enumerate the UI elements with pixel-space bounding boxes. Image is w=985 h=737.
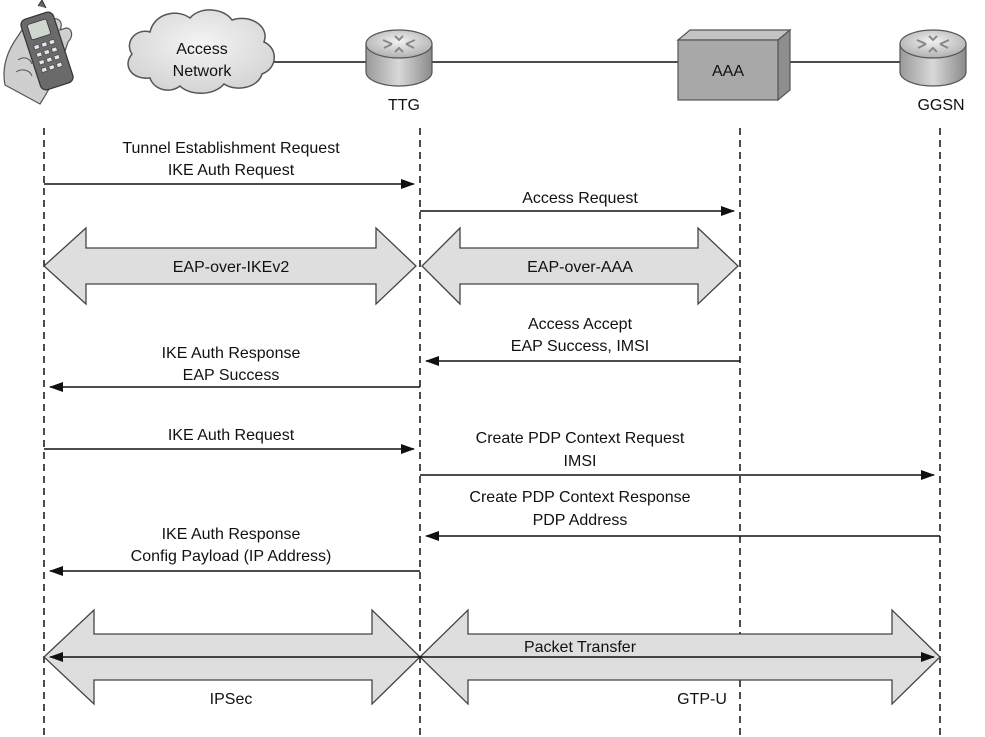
router-icon xyxy=(899,29,967,87)
msg-ike-request2: IKE Auth Request xyxy=(168,427,295,444)
msg-access-accept-line1: Access Accept xyxy=(528,316,633,333)
aaa-label: AAA xyxy=(712,63,744,80)
access-network-label-2: Network xyxy=(173,63,233,80)
msg-ike-response1-line2: EAP Success xyxy=(183,367,280,384)
msg-ike-response2-line2: Config Payload (IP Address) xyxy=(131,548,332,565)
msg-ike-response2-line1: IKE Auth Response xyxy=(162,526,301,543)
msg-create-pdp-request-line2: IMSI xyxy=(564,453,597,470)
label-eap-ikev2: EAP-over-IKEv2 xyxy=(173,259,290,276)
msg-ike-response1-line1: IKE Auth Response xyxy=(162,345,301,362)
label-packet-transfer: Packet Transfer xyxy=(524,639,637,656)
msg-tunnel-request-line2: IKE Auth Request xyxy=(168,162,295,179)
msg-create-pdp-response-line1: Create PDP Context Response xyxy=(469,489,690,506)
block-arrow-eap-ikev2 xyxy=(43,226,417,306)
mobile-phone-icon xyxy=(3,0,74,105)
block-arrow-eap-aaa xyxy=(421,226,739,306)
msg-access-request: Access Request xyxy=(522,190,638,207)
ggsn-label: GGSN xyxy=(917,97,964,114)
access-network-label-1: Access xyxy=(176,41,228,58)
msg-create-pdp-response-line2: PDP Address xyxy=(533,512,628,529)
server-box-icon xyxy=(676,28,792,102)
msg-tunnel-request-line1: Tunnel Establishment Request xyxy=(122,140,340,157)
cloud-icon xyxy=(127,9,275,94)
router-icon xyxy=(365,29,433,87)
ttg-label: TTG xyxy=(388,97,420,114)
label-eap-aaa: EAP-over-AAA xyxy=(527,259,633,276)
label-ipsec: IPSec xyxy=(210,691,253,708)
msg-create-pdp-request-line1: Create PDP Context Request xyxy=(476,430,685,447)
msg-access-accept-line2: EAP Success, IMSI xyxy=(511,338,649,355)
label-gtpu: GTP-U xyxy=(677,691,727,708)
